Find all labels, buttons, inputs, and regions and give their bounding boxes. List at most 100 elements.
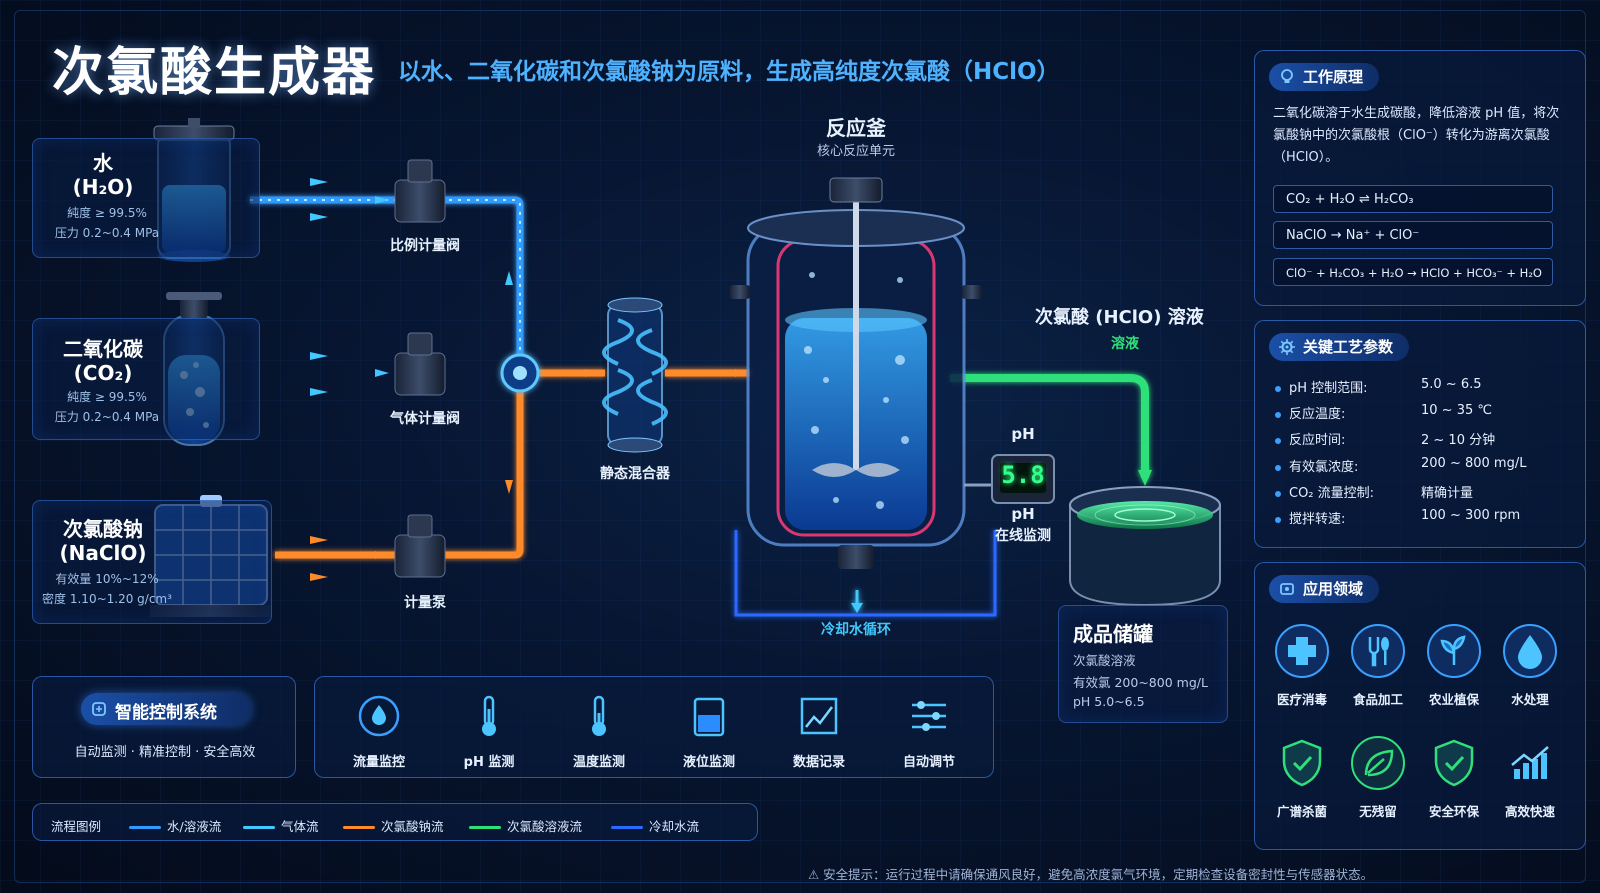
app-water-treatment[interactable]: 水处理 xyxy=(1495,623,1565,708)
leaf-icon xyxy=(1351,736,1405,790)
reactor-vessel xyxy=(730,177,982,569)
liquid-level-icon xyxy=(693,697,725,737)
source-name: 二氧化碳 xyxy=(63,337,143,361)
pump-label: 计量泵 xyxy=(404,595,446,611)
legend-item-water: 水/溶液流 xyxy=(129,816,221,835)
utensils-icon xyxy=(1351,624,1405,678)
storage-card: 成品储罐 次氯酸溶液 有效氯 200~800 mg/L pH 5.0~6.5 xyxy=(1058,605,1228,723)
monitor-label: 数据记录 xyxy=(792,755,845,770)
monitor-data-log[interactable]: 数据记录 xyxy=(769,693,869,770)
source-spec: 純度 ≥ 99.5% xyxy=(67,390,147,404)
safety-notice: ⚠ 安全提示：运行过程中请确保通风良好，避免高浓度氯气环境，定期检查设备密封性与… xyxy=(808,867,1374,882)
param-row: 反应时间:2 ~ 10 分钟 xyxy=(1275,429,1495,448)
valve-2-body xyxy=(394,332,446,396)
valve-1-label: 比例计量阀 xyxy=(390,238,460,254)
apps-title: 应用领域 xyxy=(1269,575,1380,603)
source-card-water: 水 (H₂O) 純度 ≥ 99.5% 压力 0.2~0.4 MPa xyxy=(32,138,260,258)
lightbulb-icon xyxy=(1281,69,1293,83)
params-title: 关键工艺参数 xyxy=(1269,333,1410,361)
app-eco-safe[interactable]: 安全环保 xyxy=(1419,735,1489,820)
app-label: 高效快速 xyxy=(1504,804,1555,819)
source-formula: (NaClO) xyxy=(59,541,147,565)
shield-check-icon xyxy=(1434,739,1474,787)
monitor-level[interactable]: 液位监测 xyxy=(659,693,759,770)
param-value: 200 ~ 800 mg/L xyxy=(1421,456,1527,471)
outlet-title: 次氯酸 (HClO) 溶液 xyxy=(1035,307,1204,328)
monitor-auto-adjust[interactable]: 自动调节 xyxy=(879,693,979,770)
monitoring-panel: 流量监控 pH 监测 温度监测 液位监测 数据记录 自动调节 xyxy=(314,676,994,778)
app-sterilize[interactable]: 广谱杀菌 xyxy=(1267,735,1337,820)
principle-title: 工作原理 xyxy=(1269,63,1380,91)
param-key: 反应时间: xyxy=(1289,433,1346,448)
storage-title: 成品储罐 xyxy=(1073,622,1153,646)
app-medical[interactable]: 医疗消毒 xyxy=(1267,623,1337,708)
valve-1-body xyxy=(394,159,446,223)
pump-body xyxy=(394,514,446,578)
source-name: 次氯酸钠 xyxy=(63,517,143,541)
app-label: 食品加工 xyxy=(1352,692,1403,707)
ph-caption-1: pH xyxy=(1011,505,1035,523)
app-food[interactable]: 食品加工 xyxy=(1343,623,1413,708)
control-system-panel: 智能控制系统 自动监测 · 精准控制 · 安全高效 xyxy=(32,676,296,778)
app-efficient[interactable]: 高效快速 xyxy=(1495,735,1565,820)
storage-line-2: 有效氯 200~800 mg/L xyxy=(1073,675,1208,690)
legend-label: 次氯酸溶液流 xyxy=(507,819,583,834)
param-value: 10 ~ 35 ℃ xyxy=(1421,403,1492,418)
thermometer-icon xyxy=(482,695,496,736)
app-label: 医疗消毒 xyxy=(1276,692,1327,707)
flow-gauge-icon xyxy=(358,695,400,737)
param-key: pH 控制范围: xyxy=(1289,381,1368,396)
mixing-junction xyxy=(500,353,540,393)
source-spec: 密度 1.10~1.20 g/cm³ xyxy=(42,592,172,606)
param-row: pH 控制范围: 5.0 ~ 6.5 xyxy=(1275,377,1482,396)
param-row: 有效氯浓度: 200 ~ 800 mg/L xyxy=(1275,456,1526,475)
medical-cross-icon xyxy=(1275,624,1329,678)
legend-label: 次氯酸钠流 xyxy=(381,819,444,834)
monitor-temperature[interactable]: 温度监测 xyxy=(549,693,649,770)
reactor-title: 反应釜 xyxy=(826,116,886,140)
control-title: 智能控制系统 xyxy=(115,703,217,723)
control-title-pill: 智能控制系统 xyxy=(81,693,251,725)
app-no-residue[interactable]: 无残留 xyxy=(1343,735,1413,820)
valve-2-label: 气体计量阀 xyxy=(390,411,460,427)
sliders-icon xyxy=(912,701,946,731)
reactor-subtitle: 核心反应单元 xyxy=(816,144,895,159)
cooling-label: 冷却水循环 xyxy=(821,622,891,638)
monitor-label: pH 监测 xyxy=(463,755,515,770)
control-icon xyxy=(92,702,106,716)
source-spec: 純度 ≥ 99.5% xyxy=(67,206,147,220)
water-drop-icon xyxy=(1503,624,1557,678)
plant-icon xyxy=(1427,624,1481,678)
page-subtitle: 以水、二氧化碳和次氯酸钠为原料，生成高纯度次氯酸（HClO） xyxy=(398,59,1060,85)
param-value: 5.0 ~ 6.5 xyxy=(1421,377,1482,392)
monitor-label: 液位监测 xyxy=(682,755,735,770)
ph-label: pH xyxy=(1011,425,1035,443)
monitor-label: 流量监控 xyxy=(352,755,405,770)
mixer-label: 静态混合器 xyxy=(600,466,670,482)
principle-text: 二氧化碳溶于水生成碳酸，降低溶液 pH 值，将次氯酸钠中的次氯酸根（ClO⁻）转… xyxy=(1273,106,1560,165)
param-row: 反应温度: 10 ~ 35 ℃ xyxy=(1275,403,1492,422)
gear-icon xyxy=(1279,339,1295,355)
principle-title-text: 工作原理 xyxy=(1303,68,1364,86)
monitor-flow[interactable]: 流量监控 xyxy=(329,693,429,770)
grid-icon xyxy=(1280,583,1294,595)
params-title-text: 关键工艺参数 xyxy=(1303,338,1394,356)
source-formula: (H₂O) xyxy=(72,175,134,199)
applications-panel: 应用领域 医疗消毒 食品加工 农业植保 水处理 广谱杀菌 无残留 安全环保 高效… xyxy=(1254,562,1586,850)
app-agriculture[interactable]: 农业植保 xyxy=(1419,623,1489,708)
thermometer-icon xyxy=(592,695,606,736)
flow-arrows xyxy=(310,178,749,581)
legend-item-gas: 气体流 xyxy=(243,816,319,835)
page-title: 次氯酸生成器 xyxy=(52,43,377,103)
trend-chart-icon xyxy=(1511,746,1549,779)
param-key: 反应温度: xyxy=(1289,407,1346,422)
monitor-ph[interactable]: pH 监测 xyxy=(439,693,539,770)
app-label: 无残留 xyxy=(1359,804,1397,819)
app-label: 安全环保 xyxy=(1428,804,1479,819)
param-value: 精确计量 xyxy=(1421,486,1474,501)
line-chart-icon xyxy=(800,697,838,735)
ph-meter xyxy=(964,454,1055,504)
param-key: 有效氯浓度: xyxy=(1289,460,1359,475)
legend-label: 冷却水流 xyxy=(649,819,700,834)
ph-display-value: 5.8 xyxy=(1001,461,1045,489)
